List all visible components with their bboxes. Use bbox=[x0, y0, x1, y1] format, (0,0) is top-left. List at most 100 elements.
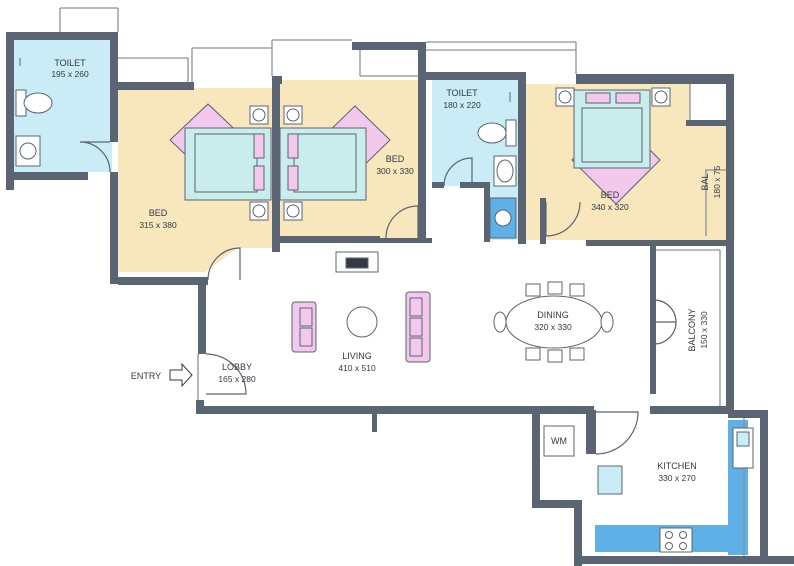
balcony-name: BALCONY bbox=[687, 308, 697, 351]
rotated-labels: BAL 180 x 75 BALCONY 150 x 330 bbox=[687, 165, 722, 351]
wall bbox=[484, 184, 490, 242]
wall bbox=[6, 32, 118, 40]
bed1-name: BED bbox=[149, 208, 168, 218]
pillow bbox=[287, 165, 299, 191]
lamp bbox=[558, 90, 572, 104]
dining-size: 320 x 330 bbox=[534, 322, 572, 332]
pillow bbox=[253, 133, 265, 159]
wall bbox=[372, 410, 377, 432]
bed2-name: BED bbox=[386, 154, 405, 164]
bed3-furniture bbox=[555, 87, 671, 205]
dining-name: DINING bbox=[537, 310, 569, 320]
kitchen-fixtures bbox=[543, 425, 754, 553]
windows bbox=[59, 7, 745, 556]
wall bbox=[650, 406, 728, 414]
wall bbox=[728, 410, 768, 418]
washbasin-bowl bbox=[19, 142, 37, 160]
wall bbox=[6, 32, 14, 190]
bal-name: BAL bbox=[700, 173, 710, 190]
door-arc bbox=[545, 201, 581, 237]
burner bbox=[679, 542, 687, 550]
lobby-name: LOBBY bbox=[222, 362, 252, 372]
toilet2-size: 180 x 220 bbox=[443, 100, 481, 110]
wall bbox=[204, 406, 594, 414]
lamp bbox=[286, 204, 300, 218]
bed2-size: 300 x 330 bbox=[376, 166, 414, 176]
wall bbox=[110, 172, 118, 284]
wall bbox=[198, 280, 206, 354]
wall bbox=[586, 410, 596, 454]
chair bbox=[525, 347, 541, 361]
washbasin-bowl bbox=[496, 159, 514, 183]
door-arc bbox=[653, 321, 677, 345]
coffee-table bbox=[346, 306, 378, 338]
chair bbox=[569, 347, 585, 361]
kitchen-size: 330 x 270 bbox=[658, 473, 696, 483]
sofa-cushion bbox=[409, 297, 423, 317]
room-labels: TOILET 195 x 260 BED 315 x 380 BED 300 x… bbox=[51, 58, 696, 483]
door-arc bbox=[79, 141, 111, 173]
toilet2-fixtures bbox=[477, 92, 517, 239]
dining-furniture bbox=[493, 281, 614, 363]
fridge bbox=[597, 465, 623, 495]
kitchen-name: KITCHEN bbox=[657, 461, 697, 471]
wall bbox=[432, 182, 444, 188]
lamp bbox=[252, 108, 266, 122]
living-size: 410 x 510 bbox=[338, 363, 376, 373]
tv bbox=[345, 257, 369, 269]
wall bbox=[726, 76, 734, 246]
door-arc bbox=[653, 299, 677, 323]
toilet1-size: 195 x 260 bbox=[51, 69, 89, 79]
wall bbox=[686, 120, 730, 126]
toilet-tank bbox=[505, 119, 517, 147]
door-arc bbox=[385, 205, 419, 239]
pillow bbox=[287, 133, 299, 159]
stove bbox=[659, 527, 693, 553]
living-furniture bbox=[291, 251, 431, 363]
wall bbox=[118, 82, 194, 90]
door-arc bbox=[207, 247, 241, 281]
wall bbox=[272, 84, 280, 252]
burner bbox=[679, 531, 687, 539]
bed3-name: BED bbox=[601, 190, 620, 200]
bal-size: 180 x 75 bbox=[712, 165, 722, 198]
sofa-cushion bbox=[299, 327, 313, 347]
lamp bbox=[252, 204, 266, 218]
wall bbox=[760, 410, 768, 560]
walls bbox=[6, 32, 794, 566]
sofa-cushion bbox=[299, 307, 313, 327]
wall bbox=[380, 238, 432, 243]
shower-drain bbox=[494, 209, 512, 227]
wall bbox=[110, 32, 118, 142]
doors bbox=[79, 141, 677, 455]
wall bbox=[460, 182, 490, 188]
lobby-size: 165 x 280 bbox=[218, 374, 256, 384]
wall bbox=[582, 556, 794, 564]
balcony-size: 150 x 330 bbox=[699, 311, 709, 349]
wall bbox=[540, 198, 546, 244]
burner bbox=[665, 542, 673, 550]
bed-mattress bbox=[194, 133, 258, 193]
wall bbox=[586, 240, 734, 246]
chair bbox=[493, 311, 507, 333]
wall bbox=[532, 408, 540, 508]
wall bbox=[272, 76, 282, 84]
door-arc bbox=[205, 353, 247, 395]
wall bbox=[6, 172, 88, 180]
chair bbox=[525, 283, 541, 297]
wall bbox=[352, 42, 426, 50]
toilet1-fixtures bbox=[15, 58, 53, 167]
wall bbox=[196, 400, 204, 414]
pillow bbox=[615, 92, 641, 104]
twin-beds bbox=[169, 103, 391, 221]
wall bbox=[426, 72, 522, 80]
toilet1-name: TOILET bbox=[54, 58, 86, 68]
wall bbox=[574, 500, 582, 566]
lamp bbox=[286, 108, 300, 122]
sofa-cushion bbox=[409, 337, 423, 357]
wall bbox=[118, 277, 208, 285]
sofa-cushion bbox=[409, 317, 423, 337]
wall bbox=[518, 72, 526, 244]
bed-mattress bbox=[293, 133, 357, 193]
